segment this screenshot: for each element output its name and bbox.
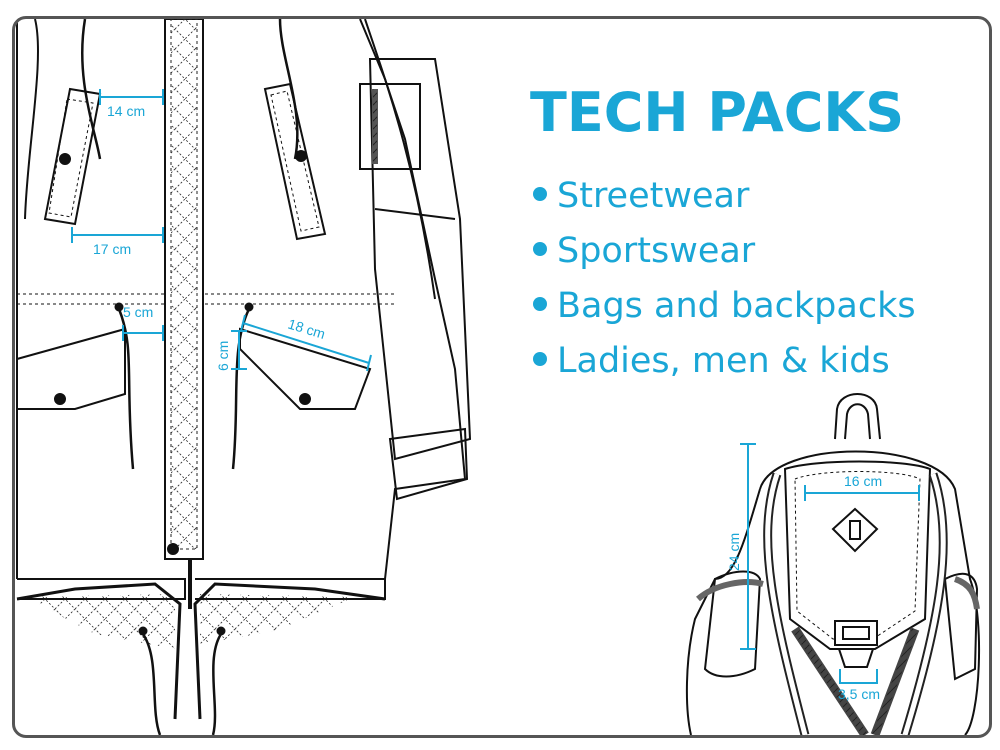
bullet-icon — [533, 187, 547, 201]
backpack-width-label: 16 cm — [844, 473, 882, 489]
category-label: Ladies, men & kids — [557, 341, 890, 381]
category-list: Streetwear Sportswear Bags and backpacks… — [533, 169, 916, 389]
category-label: Streetwear — [557, 176, 750, 216]
jacket-measurement-lines — [71, 89, 372, 372]
illustration-canvas: 14 cm 17 cm 5 cm 6 cm 18 cm — [16, 19, 981, 735]
backpack-height-label: 24 cm — [726, 533, 742, 571]
category-item-bags: Bags and backpacks — [533, 279, 916, 334]
backpack-drawing — [685, 393, 981, 735]
bullet-icon — [533, 297, 547, 311]
page-title: TECH PACKS — [530, 81, 905, 144]
jacket-drawing — [16, 19, 472, 735]
chest-pocket-width-label: 14 cm — [107, 103, 145, 119]
bullet-icon — [533, 242, 547, 256]
pocket-height-label: 6 cm — [215, 341, 231, 371]
category-item-sportswear: Sportswear — [533, 224, 916, 279]
infographic-frame: 14 cm 17 cm 5 cm 6 cm 18 cm — [12, 16, 992, 738]
drawcord-offset-label: 5 cm — [123, 304, 153, 320]
category-item-streetwear: Streetwear — [533, 169, 916, 224]
category-item-ladies-men-kids: Ladies, men & kids — [533, 334, 916, 389]
backpack-measurement-lines — [740, 443, 920, 684]
category-label: Sportswear — [557, 231, 756, 271]
backpack-buckle-label: 3,5 cm — [838, 686, 880, 702]
bullet-icon — [533, 352, 547, 366]
category-label: Bags and backpacks — [557, 286, 916, 326]
chest-pocket-offset-label: 17 cm — [93, 241, 131, 257]
